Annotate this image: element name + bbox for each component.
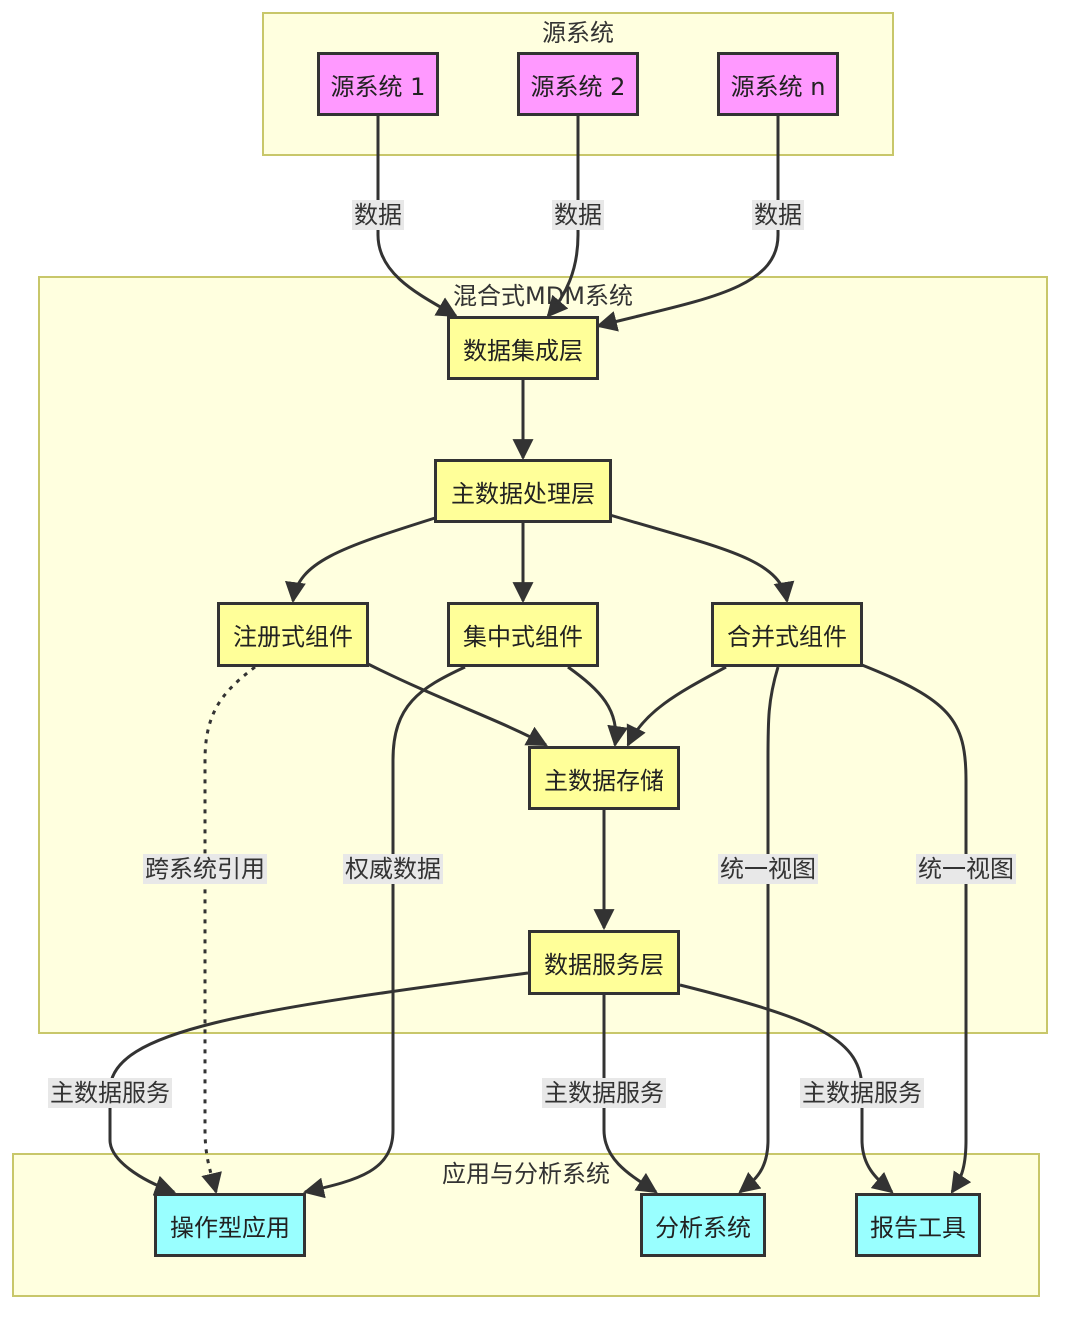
- edge-label-unified-view-2: 统一视图: [916, 854, 1016, 884]
- node-report-tool: 报告工具: [855, 1193, 981, 1257]
- edge-label-data-2: 数据: [552, 200, 604, 230]
- edge-merge-report: [861, 663, 972, 1194]
- edge-label-data-3: 数据: [752, 200, 804, 230]
- edge-central-ops: [302, 665, 466, 1199]
- node-source-system-1: 源系统 1: [317, 52, 439, 116]
- edge-processing-registry: [285, 516, 436, 604]
- edge-registry-ops: [201, 665, 256, 1195]
- edge-src2-integration: [546, 116, 580, 318]
- node-source-system-2: 源系统 2: [517, 52, 639, 116]
- edge-service-analysis: [602, 995, 658, 1194]
- node-data-integration-layer: 数据集成层: [447, 316, 599, 380]
- edge-central-storage: [567, 665, 629, 748]
- group-title-source: 源系统: [542, 19, 614, 47]
- edge-label-master-data-service-3: 主数据服务: [800, 1078, 924, 1108]
- node-centralized-component: 集中式组件: [447, 602, 599, 667]
- edge-service-ops: [108, 971, 529, 1196]
- edge-merge-analysis: [738, 666, 780, 1194]
- edge-src1-integration: [376, 116, 458, 318]
- node-operational-app: 操作型应用: [154, 1193, 306, 1257]
- edge-processing-merge: [609, 513, 795, 604]
- node-analysis-system: 分析系统: [640, 1193, 766, 1257]
- edge-label-data-1: 数据: [352, 200, 404, 230]
- edge-srcn-integration: [595, 116, 780, 332]
- node-master-data-processing-layer: 主数据处理层: [434, 459, 612, 523]
- edge-label-master-data-service-1: 主数据服务: [48, 1078, 172, 1108]
- edge-label-master-data-service-2: 主数据服务: [542, 1078, 666, 1108]
- node-registry-component: 注册式组件: [217, 602, 369, 667]
- edge-label-unified-view-1: 统一视图: [718, 854, 818, 884]
- node-master-data-storage: 主数据存储: [528, 746, 680, 810]
- edge-label-authority-data: 权威数据: [343, 854, 443, 884]
- node-merge-component: 合并式组件: [711, 602, 863, 667]
- edge-label-cross-system-ref: 跨系统引用: [143, 854, 267, 884]
- group-title-apps: 应用与分析系统: [442, 1160, 610, 1188]
- group-title-mdm: 混合式MDM系统: [453, 282, 633, 310]
- edge-registry-storage: [367, 662, 548, 747]
- node-source-system-n: 源系统 n: [717, 52, 839, 116]
- edge-merge-storage: [626, 665, 727, 747]
- edge-service-report: [679, 983, 894, 1194]
- node-data-service-layer: 数据服务层: [528, 930, 680, 995]
